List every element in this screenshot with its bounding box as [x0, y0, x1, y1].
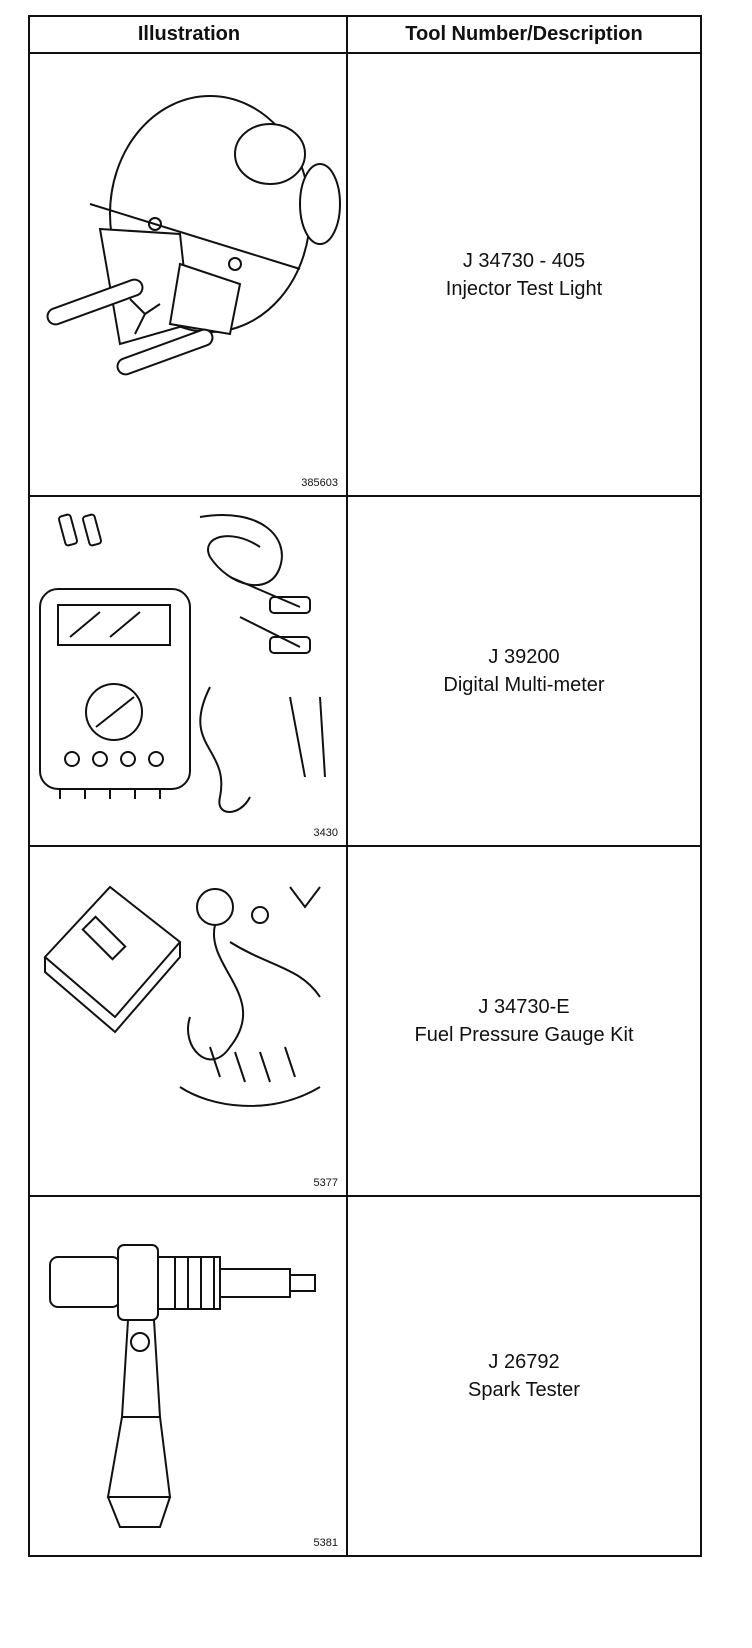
- tool-number: J 34730-E: [478, 996, 570, 1018]
- header-tool-description: Tool Number/Description: [405, 23, 643, 45]
- illustration-cell: 3430: [30, 497, 346, 845]
- description-cell: J 34730 - 405 Injector Test Light: [348, 54, 700, 495]
- illustration-cell: 5381: [30, 1197, 346, 1555]
- illustration-cell: 5377: [30, 847, 346, 1195]
- figure-reference: 3430: [313, 827, 338, 839]
- header-illustration: Illustration: [137, 23, 241, 45]
- figure-reference: 5381: [313, 1537, 338, 1549]
- table-row: 5377 J 34730-E Fuel Pressure Gauge Kit: [30, 847, 700, 1197]
- tool-description: Fuel Pressure Gauge Kit: [414, 1024, 634, 1046]
- table-header: Illustration Tool Number/Description: [30, 17, 700, 54]
- spark-tester-icon: [49, 1244, 316, 1528]
- fuel-pressure-gauge-kit-icon: [43, 885, 321, 1107]
- tools-table: Illustration Tool Number/Description 385…: [28, 15, 702, 1557]
- table-row: 5381 J 26792 Spark Tester: [30, 1197, 700, 1555]
- column-divider: [346, 17, 348, 1555]
- figure-reference: 5377: [313, 1177, 338, 1189]
- table-row: 3430 J 39200 Digital Multi-meter: [30, 497, 700, 847]
- tool-number: J 26792: [488, 1351, 560, 1373]
- illustration-cell: 385603: [30, 54, 346, 495]
- description-cell: J 34730-E Fuel Pressure Gauge Kit: [348, 847, 700, 1195]
- description-cell: J 39200 Digital Multi-meter: [348, 497, 700, 845]
- tool-description: Injector Test Light: [445, 277, 603, 300]
- tool-number: J 39200: [488, 646, 560, 668]
- injector-test-light-icon: [46, 95, 341, 376]
- description-cell: J 26792 Spark Tester: [348, 1197, 700, 1555]
- table-row: 385603 J 34730 - 405 Injector Test Light: [30, 54, 700, 497]
- figure-reference: 385603: [301, 477, 338, 489]
- tool-number: J 34730 - 405: [462, 249, 586, 272]
- multimeter-icon: [39, 513, 326, 813]
- tool-description: Digital Multi-meter: [443, 674, 605, 696]
- tool-description: Spark Tester: [468, 1379, 580, 1401]
